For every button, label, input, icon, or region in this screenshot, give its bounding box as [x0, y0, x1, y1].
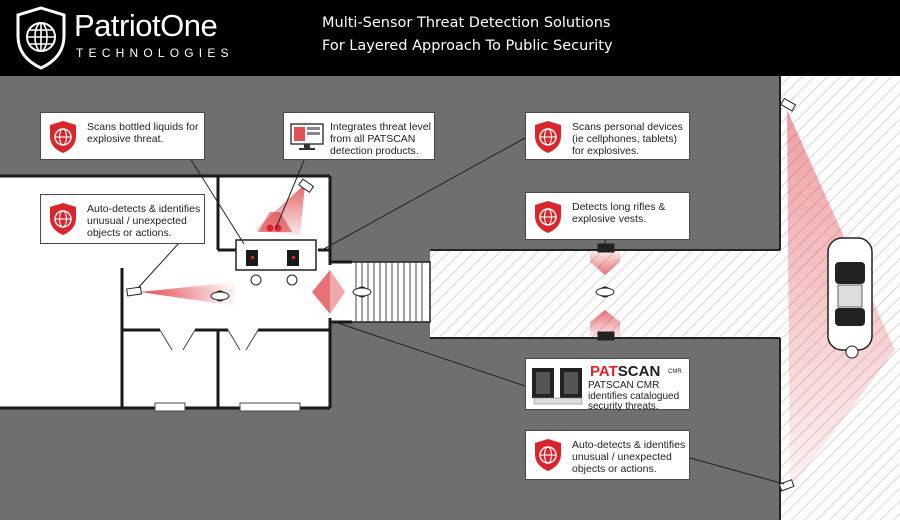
- callout-text: Detects long rifles & explosive vests.: [572, 201, 666, 225]
- callout-bottled-liquids: Scans bottled liquids for explosive thre…: [40, 112, 205, 160]
- brand-subtitle: TECHNOLOGIES: [76, 46, 234, 60]
- shield-globe-icon: [535, 439, 561, 471]
- callout-auto-detect-left: Auto-detects & identifies unusual / unex…: [40, 194, 205, 244]
- leader-lines: [137, 137, 785, 485]
- floor-plan: [0, 76, 900, 520]
- person-icon: [210, 274, 615, 302]
- callout-text: Auto-detects & identifies unusual / unex…: [87, 203, 201, 239]
- scanner-icon: [532, 368, 583, 405]
- callout-text: Integrates threat level from all PATSCAN…: [330, 121, 431, 157]
- shield-globe-icon: [50, 203, 76, 235]
- car-icon: [827, 237, 873, 359]
- tagline-line-2: For Layered Approach To Public Security: [322, 38, 613, 54]
- header-bar: PatriotOne TECHNOLOGIES Multi-Sensor Thr…: [0, 0, 900, 76]
- patscan-logo: PATSCAN: [590, 363, 660, 380]
- callout-personal-devices: Scans personal devices (ie cellphones, t…: [525, 112, 690, 160]
- callout-auto-detect-right: Auto-detects & identifies unusual / unex…: [525, 430, 690, 480]
- callout-integrates: Integrates threat level from all PATSCAN…: [283, 112, 435, 160]
- patscan-logo-red: PAT: [590, 363, 618, 380]
- logo-shield-icon: [16, 6, 66, 70]
- patscan-logo-dark: SCAN: [617, 363, 661, 380]
- callout-text: PATSCAN CMR identifies catalogued securi…: [588, 380, 680, 412]
- tagline-line-1: Multi-Sensor Threat Detection Solutions: [322, 15, 611, 31]
- callout-text: Auto-detects & identifies unusual / unex…: [572, 439, 686, 475]
- shield-globe-icon: [535, 201, 561, 233]
- callout-long-rifles: Detects long rifles & explosive vests.: [525, 192, 690, 240]
- callout-text: Scans personal devices (ie cellphones, t…: [572, 121, 683, 157]
- patscan-cmr-suffix: CMR: [668, 369, 682, 375]
- shield-globe-icon: [535, 121, 561, 153]
- callout-patscan-cmr: PATSCAN CMR PATSCAN CMR identifies catal…: [525, 358, 690, 412]
- brand-name: PatriotOne: [74, 8, 218, 43]
- camera-icon: [126, 97, 797, 492]
- monitor-icon: [290, 123, 324, 150]
- callout-text: Scans bottled liquids for explosive thre…: [87, 121, 199, 145]
- shield-globe-icon: [50, 121, 76, 153]
